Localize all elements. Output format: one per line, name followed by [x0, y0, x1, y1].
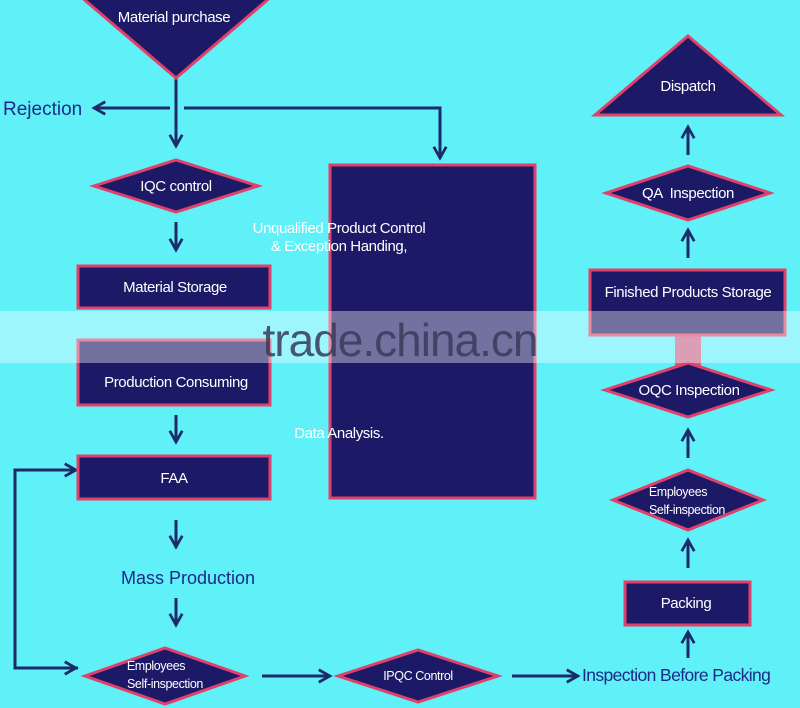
- production-consuming-label: Production Consuming: [104, 374, 248, 391]
- qa-inspection-label: QA Inspection: [642, 185, 734, 202]
- material-purchase-label: Material purchase: [118, 9, 230, 26]
- employees-label-right: Employees: [649, 485, 707, 499]
- data-analysis-label: Data Analysis.: [294, 425, 383, 442]
- connectors: [13, 78, 701, 676]
- packing-label: Packing: [661, 595, 712, 612]
- unqualified-control-label: Unqualified Product Control: [253, 220, 426, 237]
- node-iqc-control: IQC control: [89, 158, 263, 214]
- dispatch-label: Dispatch: [660, 78, 715, 95]
- material-storage-label: Material Storage: [123, 279, 227, 296]
- arrow-to-unqualified-control: [184, 106, 440, 158]
- node-unqualified-control: Unqualified Product Control & Exception …: [253, 163, 537, 500]
- employees-label: Employees: [127, 659, 185, 673]
- node-qa-inspection: QA Inspection: [601, 164, 775, 222]
- oqc-inspection-label: OQC Inspection: [638, 382, 739, 399]
- node-faa: FAA: [76, 454, 272, 501]
- node-production-consuming: Production Consuming: [76, 338, 272, 407]
- node-oqc-inspection: OQC Inspection: [600, 361, 776, 419]
- self-inspection-label: Self-inspection: [127, 677, 203, 691]
- ipqc-control-label: IPQC Control: [383, 669, 453, 683]
- node-employees-self-inspection-right: Employees Self-inspection: [608, 468, 768, 532]
- self-inspection-label-right: Self-inspection: [649, 503, 725, 517]
- iqc-control-label: IQC control: [140, 178, 212, 195]
- mass-production-label: Mass Production: [121, 568, 255, 588]
- node-finished-products-storage: Finished Products Storage: [588, 268, 787, 337]
- watermark: trade.china.cn: [0, 311, 800, 366]
- node-material-purchase: Material purchase: [82, 0, 270, 80]
- rejection-label: Rejection: [3, 99, 82, 120]
- faa-label: FAA: [160, 470, 188, 487]
- node-packing: Packing: [623, 580, 752, 627]
- node-ipqc-control: IPQC Control: [333, 648, 503, 704]
- node-material-storage: Material Storage: [76, 264, 272, 310]
- node-dispatch: Dispatch: [590, 34, 786, 117]
- finished-products-storage-label: Finished Products Storage: [605, 284, 772, 301]
- exception-handling-label: & Exception Handing,: [271, 238, 407, 255]
- watermark-text: trade.china.cn: [263, 314, 538, 366]
- node-employees-self-inspection-left: Employees Self-inspection: [80, 646, 250, 706]
- arrow-loop-to-faa: [13, 470, 78, 670]
- inspection-before-packing-label: Inspection Before Packing: [582, 665, 770, 685]
